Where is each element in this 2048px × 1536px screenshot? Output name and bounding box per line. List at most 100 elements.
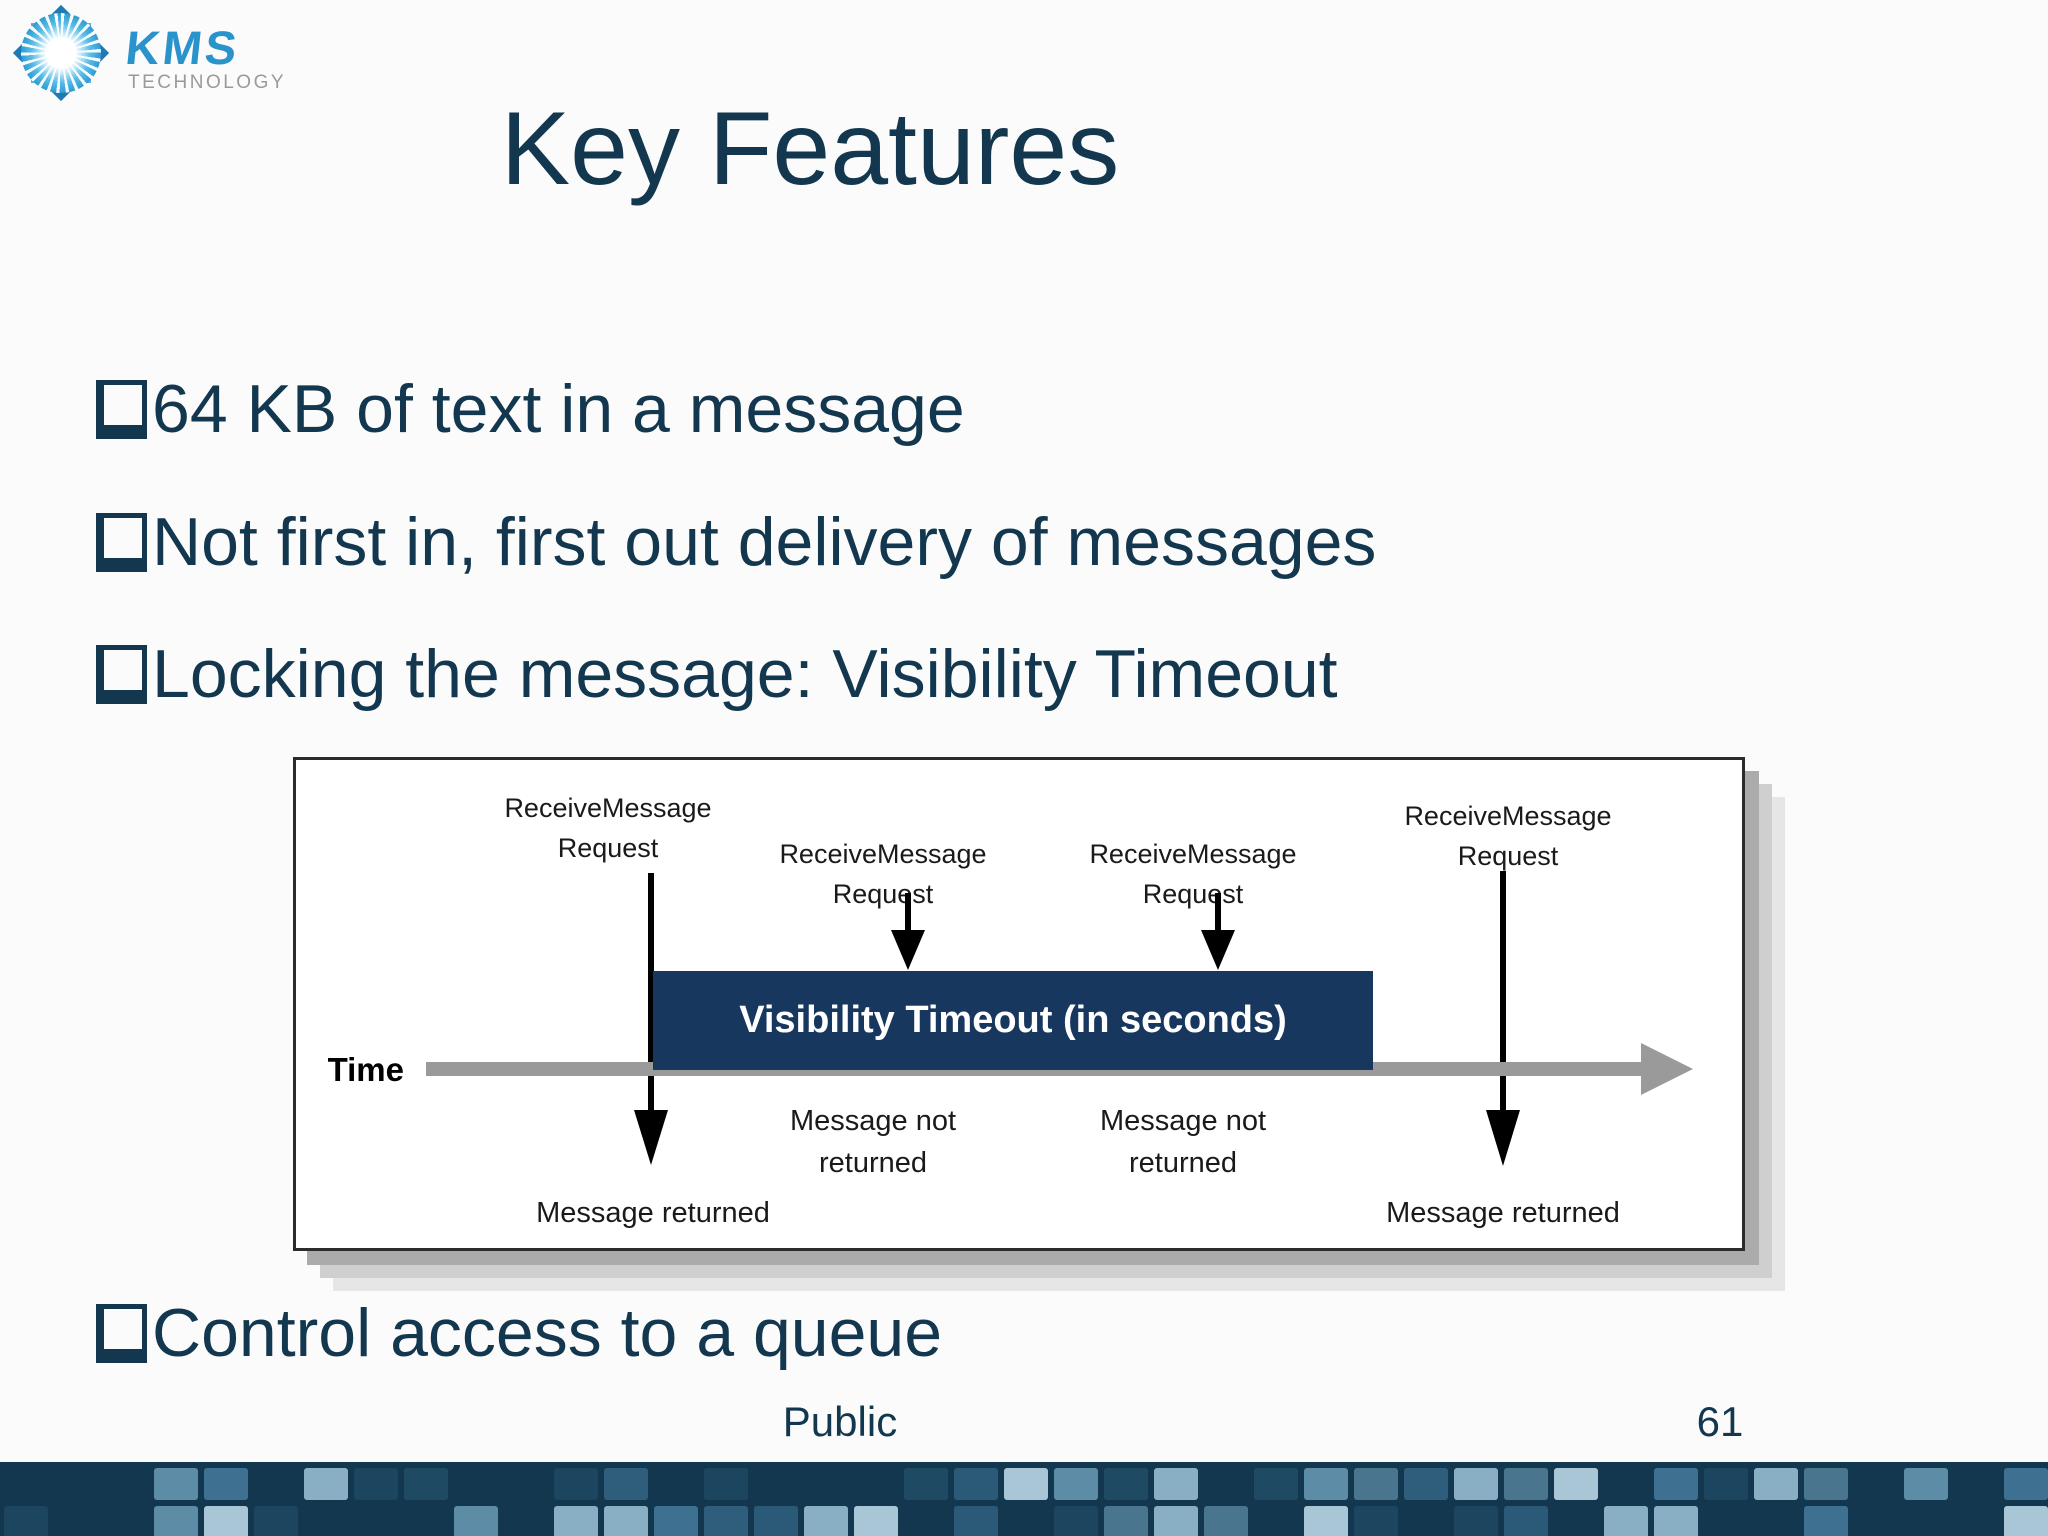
arrow-down-icon: [634, 1110, 668, 1165]
mosaic-tile: [54, 1506, 98, 1536]
page-number: 61: [1696, 1398, 1744, 1445]
mosaic-tile: [1754, 1506, 1798, 1536]
mosaic-tile: [1204, 1506, 1248, 1536]
mosaic-tile: [1454, 1468, 1498, 1500]
mosaic-tile: [1404, 1468, 1448, 1500]
bullet-text: Not first in, first out delivery of mess…: [152, 504, 1377, 580]
mosaic-tile: [204, 1506, 248, 1536]
mosaic-tile: [504, 1468, 548, 1500]
mosaic-tile: [954, 1506, 998, 1536]
mosaic-tile: [504, 1506, 548, 1536]
bullet-item-3: Locking the message: Visibility Timeout: [96, 635, 1338, 713]
mosaic-tile: [1704, 1506, 1748, 1536]
mosaic-tile: [1204, 1468, 1248, 1500]
mosaic-tile: [1054, 1468, 1098, 1500]
mosaic-tile: [454, 1468, 498, 1500]
page-title: Key Features: [500, 91, 1120, 207]
mosaic-tile: [1904, 1506, 1948, 1536]
receive-request-line1: ReceiveMessage: [1404, 801, 1612, 831]
visibility-timeout-bar: Visibility Timeout (in seconds): [653, 971, 1373, 1070]
mosaic-tile: [304, 1468, 348, 1500]
mosaic-tile: [1554, 1506, 1598, 1536]
square-bullet-icon: [96, 645, 147, 704]
mosaic-tile: [854, 1506, 898, 1536]
mosaic-tile: [454, 1506, 498, 1536]
receive-request-label-3: ReceiveMessage Request: [1033, 834, 1353, 914]
square-bullet-icon: [96, 513, 147, 572]
mosaic-tile: [1354, 1468, 1398, 1500]
mosaic-tile: [804, 1506, 848, 1536]
mosaic-tile: [1854, 1468, 1898, 1500]
time-axis-label: Time: [327, 1051, 404, 1088]
mosaic-tile: [1804, 1506, 1848, 1536]
mosaic-tile: [1654, 1468, 1698, 1500]
message-not-returned-line2: returned: [1128, 1147, 1237, 1179]
message-not-returned-line1: Message not: [1099, 1105, 1267, 1137]
mosaic-tile: [654, 1468, 698, 1500]
mosaic-tile: [654, 1506, 698, 1536]
mosaic-tile: [1404, 1506, 1448, 1536]
mosaic-tile: [1704, 1468, 1748, 1500]
message-not-returned-label-right: Message not returned: [1053, 1100, 1313, 1184]
mosaic-strip: [0, 1462, 2048, 1536]
mosaic-tile: [404, 1506, 448, 1536]
mosaic-tile: [554, 1506, 598, 1536]
mosaic-tile: [154, 1506, 198, 1536]
request-arrow-4: [1500, 871, 1506, 1113]
mosaic-tile: [1004, 1468, 1048, 1500]
receive-request-line2: Request: [1142, 879, 1244, 909]
mosaic-tile: [4, 1468, 48, 1500]
arrow-down-icon: [1201, 930, 1235, 970]
mosaic-tile: [1254, 1506, 1298, 1536]
visibility-timeout-diagram: ReceiveMessage Request ReceiveMessage Re…: [293, 757, 1745, 1251]
receive-request-label-4: ReceiveMessage Request: [1348, 796, 1668, 876]
receive-request-line2: Request: [1457, 841, 1559, 871]
mosaic-tile: [704, 1468, 748, 1500]
mosaic-tile: [704, 1506, 748, 1536]
mosaic-tile: [254, 1468, 298, 1500]
arrow-right-icon: [1641, 1043, 1693, 1095]
message-returned-label-left: Message returned: [536, 1197, 770, 1229]
mosaic-tile: [1454, 1506, 1498, 1536]
request-arrow-2: [905, 893, 911, 933]
mosaic-tile: [904, 1468, 948, 1500]
mosaic-tile: [1554, 1468, 1598, 1500]
receive-request-line1: ReceiveMessage: [779, 839, 987, 869]
mosaic-tile: [754, 1468, 798, 1500]
mosaic-tile: [354, 1468, 398, 1500]
mosaic-tile: [804, 1468, 848, 1500]
arrow-down-icon: [1486, 1110, 1520, 1166]
receive-request-label-2: ReceiveMessage Request: [723, 834, 1043, 914]
kms-logo-icon: [12, 4, 110, 102]
arrow-down-icon: [891, 930, 925, 970]
mosaic-tile: [1054, 1506, 1098, 1536]
mosaic-tile: [404, 1468, 448, 1500]
mosaic-tile: [254, 1506, 298, 1536]
bullet-item-2: Not first in, first out delivery of mess…: [96, 503, 1376, 581]
mosaic-tile: [854, 1468, 898, 1500]
mosaic-tile: [1004, 1506, 1048, 1536]
mosaic-tile: [1954, 1506, 1998, 1536]
mosaic-tile: [604, 1468, 648, 1500]
mosaic-tile: [4, 1506, 48, 1536]
kms-technology-logo: KMS TECHNOLOGY: [12, 4, 346, 102]
mosaic-tile: [54, 1468, 98, 1500]
mosaic-tile: [1104, 1468, 1148, 1500]
mosaic-tile: [1904, 1468, 1948, 1500]
mosaic-tile: [954, 1468, 998, 1500]
logo-sunburst-core: [44, 36, 78, 70]
bullet-text: Control access to a queue: [152, 1295, 943, 1371]
receive-request-line2: Request: [832, 879, 934, 909]
receive-request-line2: Request: [557, 833, 659, 863]
mosaic-tile: [1354, 1506, 1398, 1536]
mosaic-tile: [1254, 1468, 1298, 1500]
mosaic-tile: [604, 1506, 648, 1536]
square-bullet-icon: [96, 380, 147, 439]
receive-request-line1: ReceiveMessage: [504, 793, 712, 823]
receive-request-label-1: ReceiveMessage Request: [448, 788, 768, 868]
logo-subtitle-text: TECHNOLOGY: [128, 72, 287, 93]
mosaic-tile: [1854, 1506, 1898, 1536]
mosaic-tile: [1804, 1468, 1848, 1500]
mosaic-tile: [204, 1468, 248, 1500]
